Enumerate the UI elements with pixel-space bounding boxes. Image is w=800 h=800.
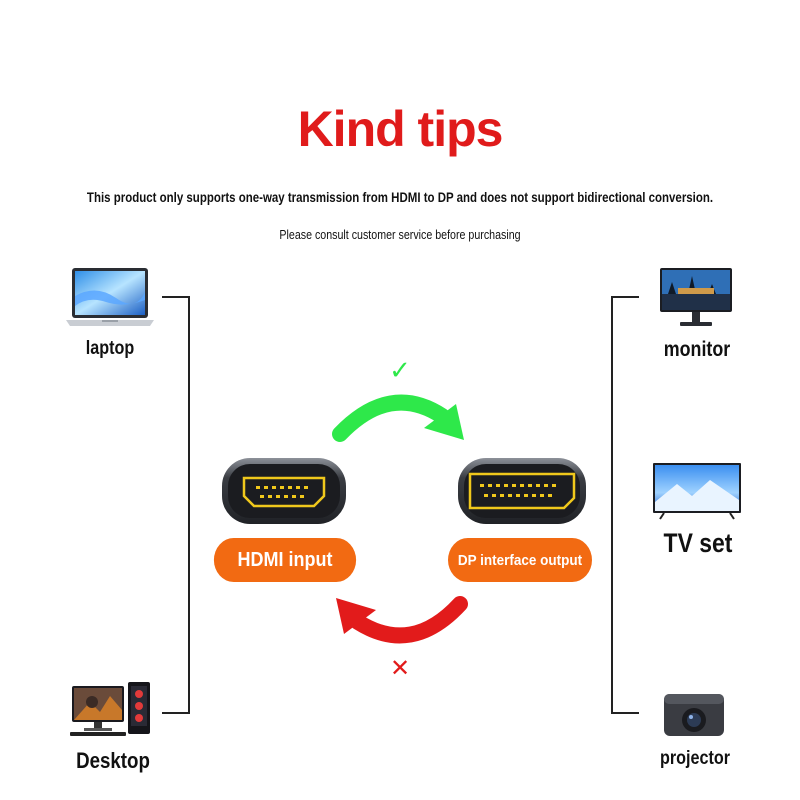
hdmi-input-label: HDMI input (237, 548, 333, 571)
dp-output-pill: DP interface output (448, 538, 592, 582)
hdmi-connector-icon (220, 456, 348, 526)
dp-output-label: DP interface output (457, 551, 583, 569)
left-bracket-top-tick (162, 296, 190, 298)
page-title: Kind tips (297, 101, 504, 157)
check-icon: ✓ (389, 356, 411, 386)
cross-icon: ✕ (389, 654, 411, 682)
right-bracket-top-tick (611, 296, 639, 298)
left-bracket (188, 296, 190, 714)
left-bracket-bottom-tick (162, 712, 190, 714)
right-bracket-bottom-tick (611, 712, 639, 714)
monitor-label: monitor (663, 338, 731, 361)
projector-label: projector (659, 748, 730, 769)
hdmi-input-pill: HDMI input (213, 538, 357, 582)
direction-notice: This product only supports one-way trans… (86, 189, 714, 205)
displayport-connector-icon (456, 456, 588, 526)
right-bracket (611, 296, 613, 714)
tv-icon (652, 462, 742, 520)
purchase-notice: Please consult customer service before p… (279, 227, 521, 242)
projector-icon (660, 690, 728, 740)
desktop-label: Desktop (76, 748, 150, 773)
unsupported-direction-arrow (320, 586, 480, 656)
supported-direction-arrow (320, 382, 480, 452)
desktop-pc-icon (70, 680, 152, 738)
laptop-icon (66, 266, 154, 328)
monitor-icon (658, 266, 734, 328)
laptop-label: laptop (85, 338, 135, 359)
tv-set-label: TV set (663, 528, 733, 558)
